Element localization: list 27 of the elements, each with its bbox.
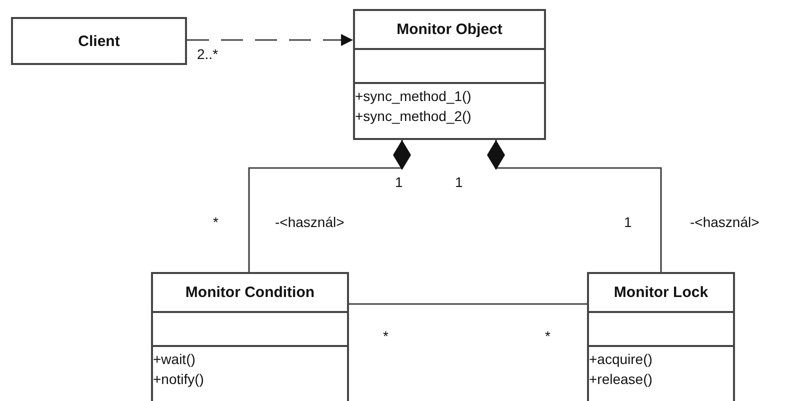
method-text: +sync_method_1(): [355, 87, 472, 106]
method-text: +notify(): [153, 370, 204, 389]
multiplicity-label: *: [213, 214, 218, 230]
class-box: [151, 272, 349, 401]
association-line: [349, 303, 587, 305]
class-name: Monitor Lock: [614, 284, 708, 301]
class-name: Monitor Condition: [185, 284, 315, 301]
class-name: Client: [78, 32, 120, 50]
multiplicity-label: 1: [455, 174, 463, 190]
class-box: [11, 17, 187, 65]
multiplicity-label: 1: [395, 174, 403, 190]
composition-line: [487, 140, 662, 272]
class-box: [353, 9, 546, 140]
dependency-arrow: [187, 34, 353, 46]
method-text: +sync_method_2(): [355, 107, 472, 126]
class-box: [587, 272, 735, 401]
method-text: +acquire(): [589, 350, 652, 369]
method-text: +wait(): [153, 350, 196, 369]
class-name: Monitor Object: [396, 21, 502, 38]
multiplicity-label: *: [545, 328, 550, 344]
role-label: -<használ>: [275, 214, 344, 230]
multiplicity-label: 2..*: [197, 46, 218, 62]
multiplicity-label: *: [383, 328, 388, 344]
role-label: -<használ>: [690, 214, 760, 230]
multiplicity-label: 1: [624, 214, 632, 230]
composition-line: [248, 140, 411, 272]
method-text: +release(): [589, 370, 652, 389]
